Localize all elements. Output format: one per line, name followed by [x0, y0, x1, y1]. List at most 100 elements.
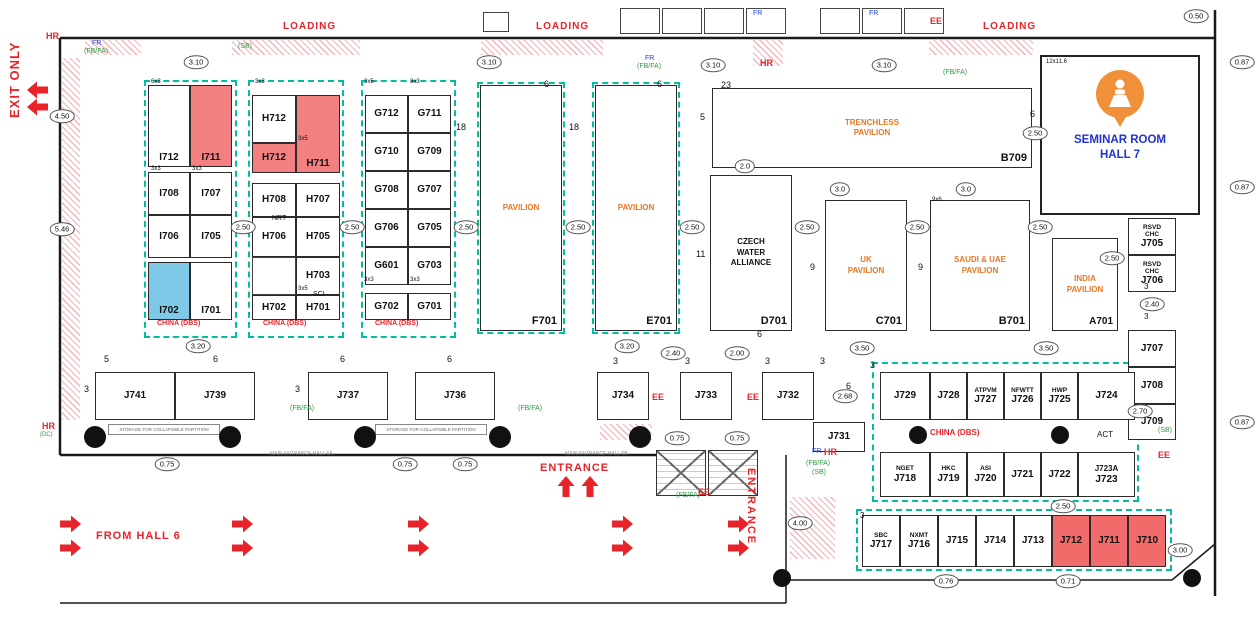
booth-g703[interactable]: G703 — [408, 247, 451, 285]
booth-g702[interactable]: G702 — [365, 293, 408, 320]
dimension-badge: 0.75 — [724, 431, 750, 445]
booth-j734[interactable]: J734 — [597, 372, 649, 420]
booth-h707[interactable]: H707 — [296, 183, 340, 217]
wall-box — [904, 8, 944, 34]
booth-i702[interactable]: I702 — [148, 262, 190, 320]
booth-j715[interactable]: J715 — [938, 515, 976, 567]
booth-g705[interactable]: G705 — [408, 209, 451, 247]
booth-h708[interactable]: H708 — [252, 183, 296, 217]
ee-label: EE — [698, 487, 711, 497]
booth-j707[interactable]: J707 — [1128, 330, 1176, 367]
booth-j741[interactable]: J741 — [95, 372, 175, 420]
count-label: 3 — [1144, 312, 1149, 321]
booth-j714[interactable]: J714 — [976, 515, 1014, 567]
booth-j711[interactable]: J711 — [1090, 515, 1128, 567]
booth-j731[interactable]: J731 — [813, 422, 865, 452]
dimension-badge: 0.87 — [1229, 415, 1255, 429]
booth-j736[interactable]: J736 — [415, 372, 495, 420]
booth-h706[interactable]: H706 — [252, 217, 296, 257]
booth-i707[interactable]: I707 — [190, 172, 232, 215]
booth-id: I705 — [201, 230, 221, 242]
booth-id: I711 — [201, 152, 221, 163]
booth-subtitle: NXMT — [909, 531, 929, 539]
booth-j728[interactable]: J728 — [930, 372, 967, 420]
dimension-badge: 3.0 — [829, 182, 851, 196]
booth-g709[interactable]: G709 — [408, 133, 451, 171]
booth-id: I708 — [159, 187, 179, 199]
booth-g701[interactable]: G701 — [408, 293, 451, 320]
fb-fa-label: (FB/FA) — [943, 69, 968, 76]
booth-id: J708 — [1140, 379, 1164, 391]
booth-j712[interactable]: J712 — [1052, 515, 1090, 567]
booth-h702[interactable]: H702 — [252, 295, 296, 320]
booth-g707[interactable]: G707 — [408, 171, 451, 209]
booth-id: J732 — [776, 390, 800, 401]
booth-i701[interactable]: I701 — [190, 262, 232, 320]
booth-id: F701 — [531, 315, 557, 327]
booth-h711[interactable]: H711 — [296, 95, 340, 173]
dimension-badge: 4.50 — [49, 109, 75, 123]
booth-h712[interactable]: H712 — [252, 95, 296, 143]
booth-h703[interactable]: H703 — [296, 257, 340, 295]
booth-j722[interactable]: J722 — [1041, 452, 1078, 497]
booth-g711[interactable]: G711 — [408, 95, 451, 133]
booth-h701[interactable]: H701 — [296, 295, 340, 320]
booth-j724[interactable]: J724 — [1078, 372, 1135, 420]
booth-j739[interactable]: J739 — [175, 372, 255, 420]
hatched-area — [232, 40, 360, 55]
booth-j710[interactable]: J710 — [1128, 515, 1166, 567]
booth-id: J727 — [974, 394, 997, 406]
hr-label: HR — [824, 447, 837, 457]
booth-i708[interactable]: I708 — [148, 172, 190, 215]
booth-i711[interactable]: I711 — [190, 85, 232, 167]
booth-j713[interactable]: J713 — [1014, 515, 1052, 567]
booth-i712[interactable]: I712 — [148, 85, 190, 167]
booth-id: A701 — [1089, 316, 1113, 327]
booth-g601[interactable]: G601 — [365, 247, 408, 285]
size-label: 3x3 — [364, 277, 374, 283]
booth-g710[interactable]: G710 — [365, 133, 408, 171]
booth-subtitle: HWP — [1051, 386, 1068, 394]
booth-j729[interactable]: J729 — [880, 372, 930, 420]
booth-subtitle: RSVD CHC — [1142, 260, 1162, 275]
booth-j733[interactable]: J733 — [680, 372, 732, 420]
booth-id: G707 — [417, 184, 442, 195]
booth-id: G708 — [374, 184, 399, 195]
booth-i705[interactable]: I705 — [190, 215, 232, 258]
booth-g708[interactable]: G708 — [365, 171, 408, 209]
booth-j732[interactable]: J732 — [762, 372, 814, 420]
booth-g712[interactable]: G712 — [365, 95, 408, 133]
booth-j737[interactable]: J737 — [308, 372, 388, 420]
booth-id: J722 — [1048, 468, 1071, 480]
booth-h705[interactable]: H705 — [296, 217, 340, 257]
booth-j708[interactable]: J708 — [1128, 367, 1176, 404]
booth-id: J736 — [443, 390, 467, 401]
booth-h712[interactable]: H712 — [252, 143, 296, 173]
booth-i706[interactable]: I706 — [148, 215, 190, 258]
direction-arrow — [408, 539, 429, 557]
dimension-badge: 3.00 — [1167, 543, 1193, 557]
dimension-badge: 3.50 — [1033, 341, 1059, 355]
seminar-room[interactable]: SEMINAR ROOM HALL 7 — [1040, 55, 1200, 215]
booth-g706[interactable]: G706 — [365, 209, 408, 247]
fb-fa-label: (FB/FA) — [290, 405, 315, 412]
from-hall-6-label: FROM HALL 6 — [96, 530, 181, 542]
booth-j721[interactable]: J721 — [1004, 452, 1041, 497]
